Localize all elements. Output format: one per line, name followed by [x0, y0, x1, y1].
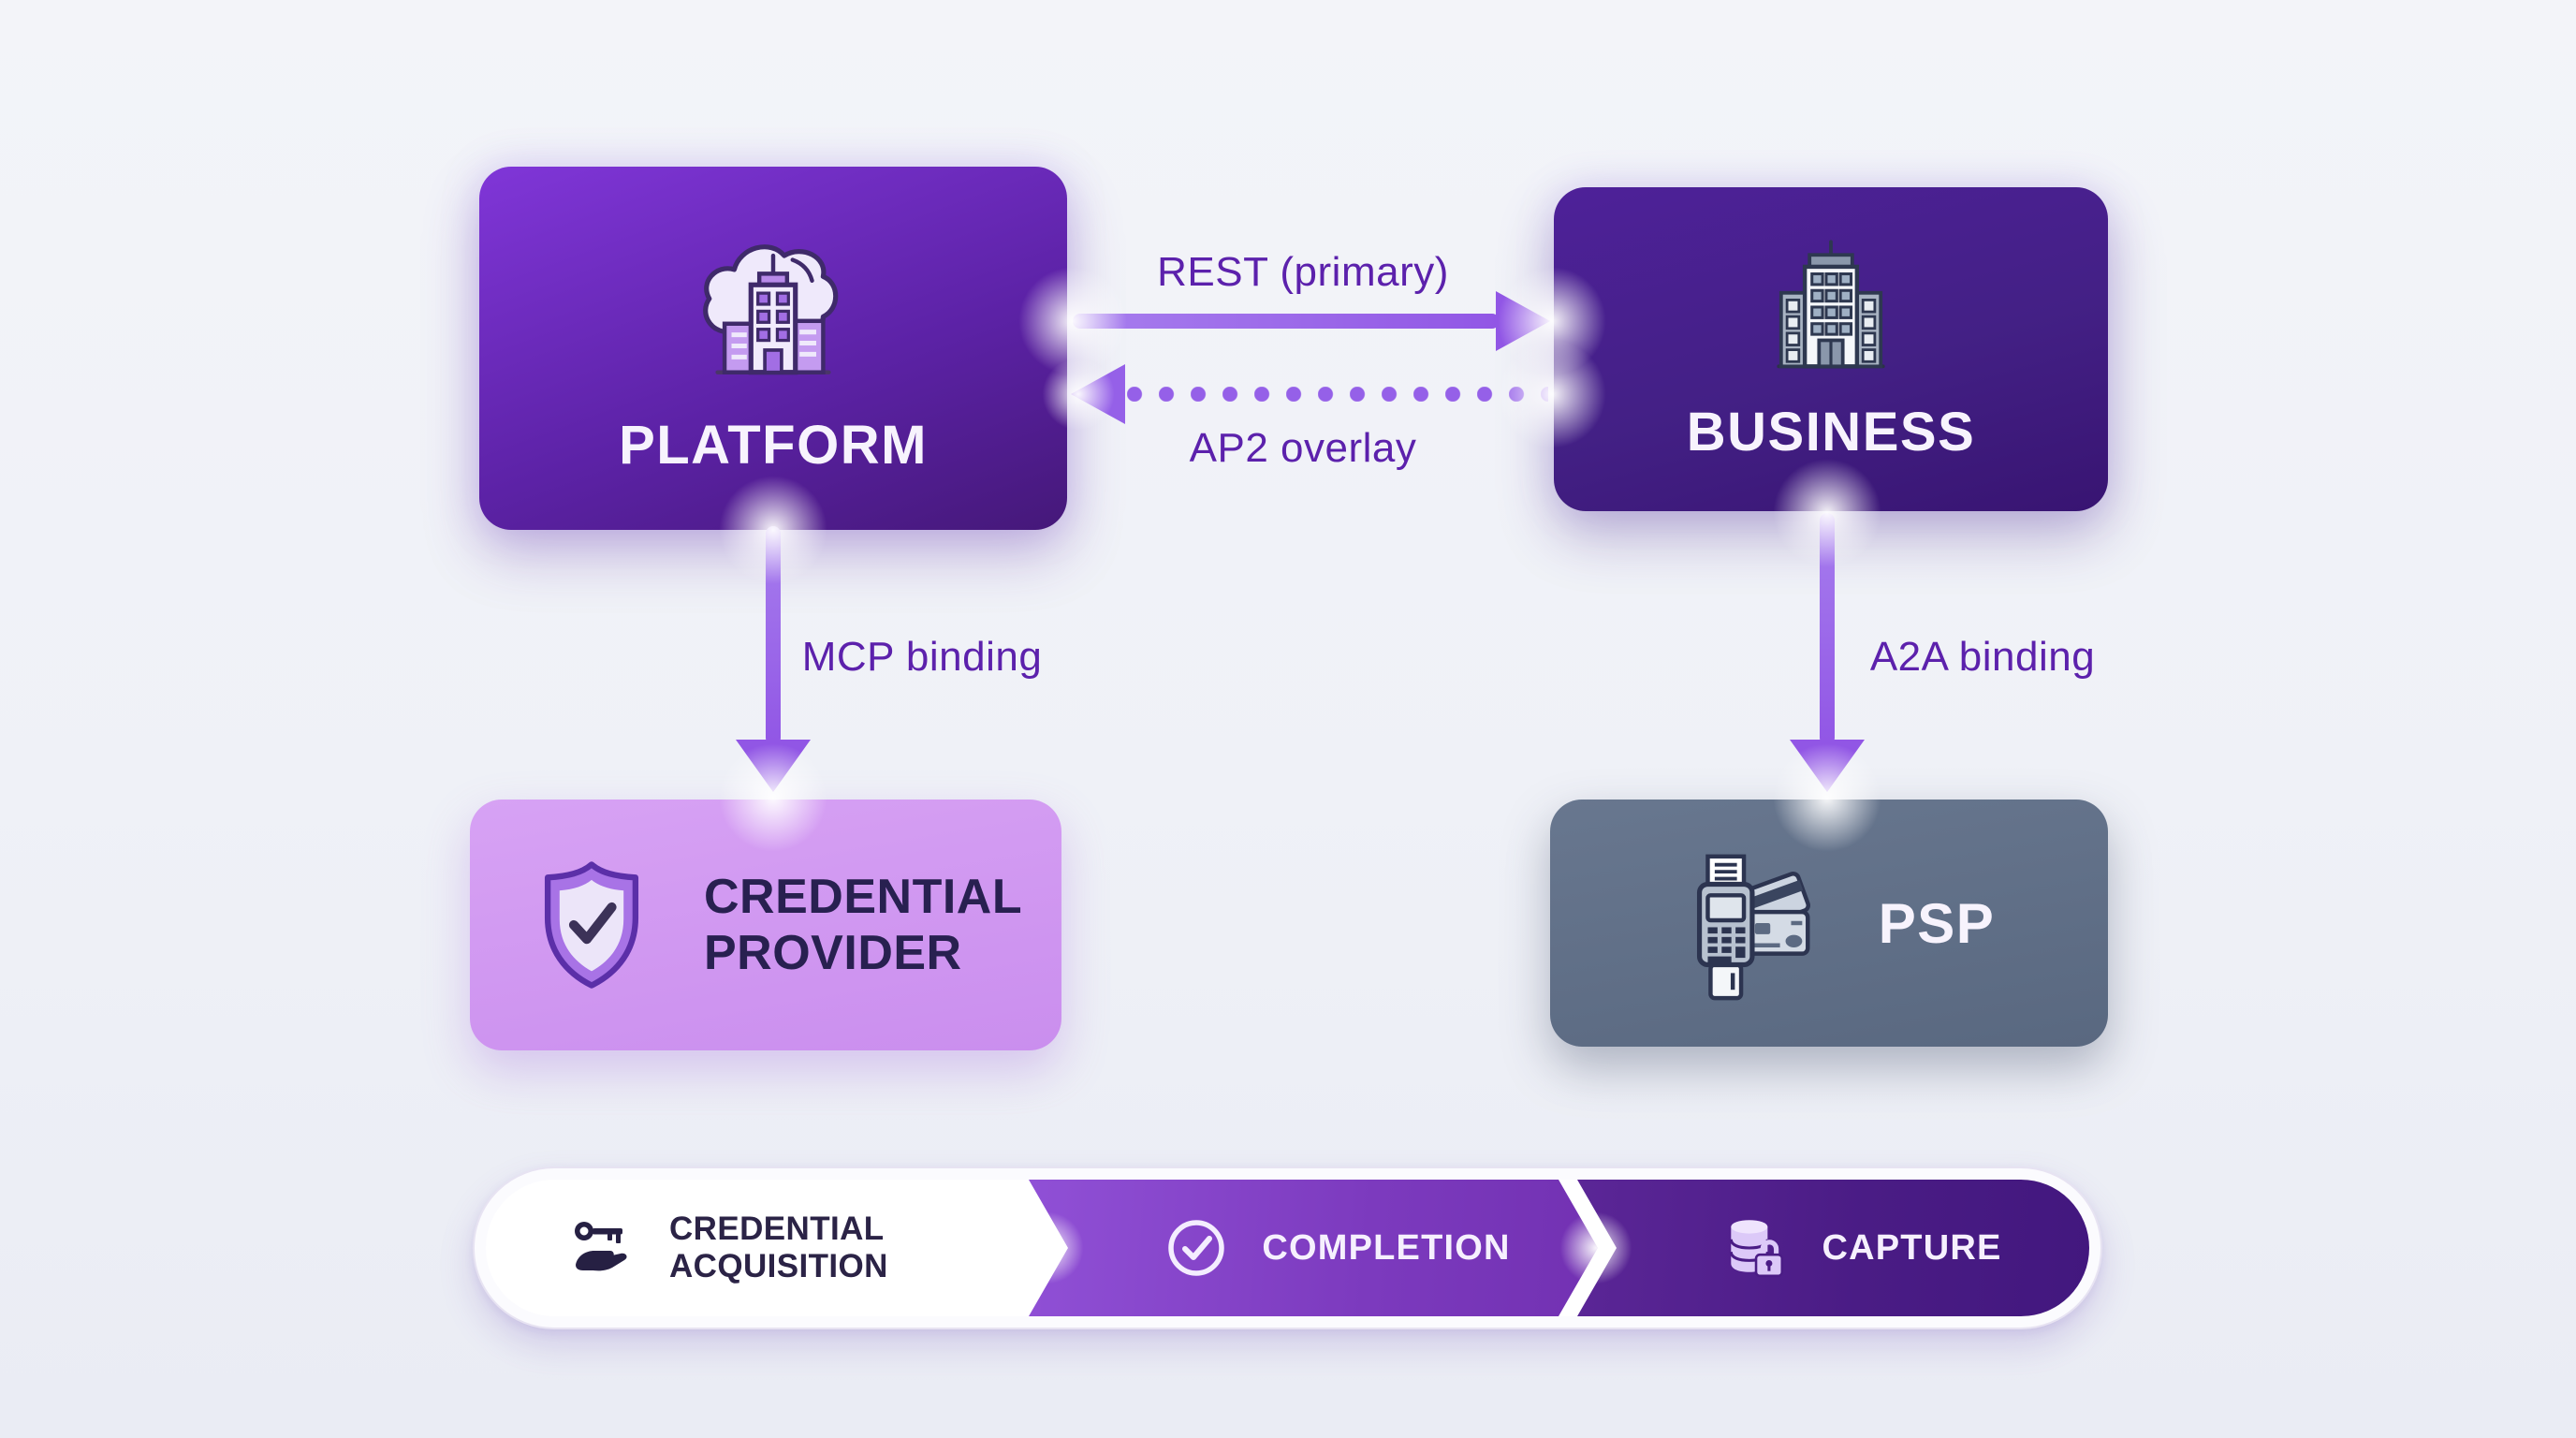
- rest-label: REST (primary): [1157, 249, 1449, 295]
- step-label: COMPLETION: [1262, 1227, 1511, 1268]
- mcp-arrowhead: [736, 740, 811, 792]
- key-hand-icon: [566, 1211, 641, 1285]
- mcp-arrow: [766, 526, 781, 745]
- node-credential-provider: CREDENTIAL PROVIDER: [470, 800, 1061, 1050]
- step-credential-acquisition: CREDENTIAL ACQUISITION: [486, 1180, 1049, 1316]
- ap2-label: AP2 overlay: [1189, 425, 1417, 471]
- platform-label: PLATFORM: [619, 414, 928, 476]
- business-label: BUSINESS: [1686, 401, 1976, 462]
- step-label: CAPTURE: [1822, 1227, 2002, 1268]
- ap2-dotted-arrow: [1127, 387, 1548, 402]
- circle-check-icon: [1163, 1214, 1230, 1282]
- a2a-arrowhead: [1790, 740, 1865, 792]
- node-psp: PSP: [1550, 800, 2108, 1047]
- process-bar: CREDENTIAL ACQUISITION COMPLETION: [473, 1167, 2102, 1329]
- a2a-arrow: [1820, 513, 1835, 745]
- cloud-building-icon: [703, 243, 839, 374]
- rest-arrowhead: [1496, 291, 1550, 351]
- node-business: BUSINESS: [1554, 187, 2108, 511]
- mcp-label: MCP binding: [801, 634, 1043, 680]
- a2a-label: A2A binding: [1869, 634, 2096, 680]
- credential-provider-label: CREDENTIAL PROVIDER: [704, 869, 1022, 980]
- ap2-arrowhead: [1071, 364, 1125, 424]
- step-completion: COMPLETION: [1029, 1180, 1598, 1316]
- pos-terminal-icon: [1696, 854, 1810, 1001]
- office-building-icon: [1777, 239, 1885, 369]
- database-lock-icon: [1730, 1220, 1784, 1278]
- node-platform: PLATFORM: [479, 167, 1067, 530]
- psp-label: PSP: [1878, 891, 1996, 955]
- rest-arrow: [1073, 314, 1500, 329]
- process-bar-track: CREDENTIAL ACQUISITION COMPLETION: [486, 1180, 2089, 1316]
- shield-check-icon: [544, 861, 639, 989]
- step-label: CREDENTIAL ACQUISITION: [669, 1211, 888, 1284]
- step-capture: CAPTURE: [1577, 1180, 2089, 1316]
